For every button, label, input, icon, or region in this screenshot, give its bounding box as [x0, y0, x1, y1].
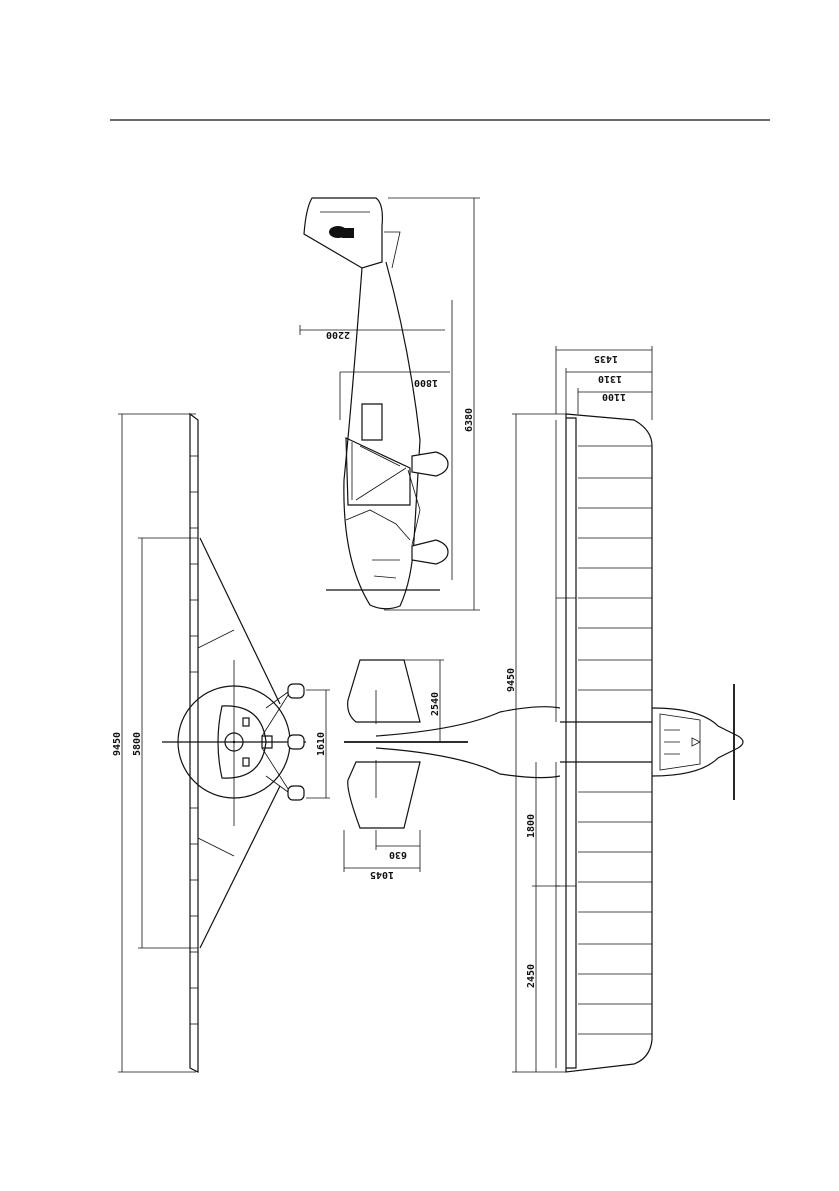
front-view-wheel-right — [288, 786, 304, 800]
dim-elevator-chord: 630 — [389, 849, 407, 860]
dim-chord-tip: 1100 — [602, 391, 626, 402]
dim-inner-segment: 1800 — [526, 814, 537, 838]
side-view-wheel-main — [412, 452, 448, 476]
dim-overall-length: 6380 — [464, 408, 475, 432]
side-view-wheel-nose — [412, 540, 448, 564]
top-view-stabilizer-upper — [348, 660, 420, 722]
dim-chord-mid: 1310 — [598, 373, 622, 384]
front-view: 9450 5800 1610 — [112, 414, 330, 1072]
front-view-wheel-nose — [288, 735, 304, 749]
dim-root-chord: 1435 — [594, 353, 618, 364]
front-view-strut-lower — [200, 786, 280, 948]
dim-stab-span: 2540 — [430, 692, 441, 716]
top-view-wing — [566, 414, 652, 1072]
dim-height-cabin: 1800 — [414, 377, 438, 388]
dim-front-span: 9450 — [112, 732, 123, 756]
dim-stab-chord: 1045 — [370, 869, 394, 880]
dim-track: 1610 — [316, 732, 327, 756]
front-view-wheel-left — [288, 684, 304, 698]
top-view: 9450 1435 1310 1100 1800 2450 — [344, 346, 743, 1072]
top-view-stabilizer-lower — [348, 762, 420, 828]
front-view-strut-upper — [200, 538, 280, 704]
front-view-wing — [190, 414, 198, 1072]
dim-height-tail: 2200 — [326, 329, 350, 340]
dim-flap-segment: 2450 — [526, 964, 537, 988]
side-view: 6380 2200 1800 — [300, 198, 480, 610]
dim-top-span: 9450 — [506, 668, 517, 692]
dim-strut-span: 5800 — [132, 732, 143, 756]
